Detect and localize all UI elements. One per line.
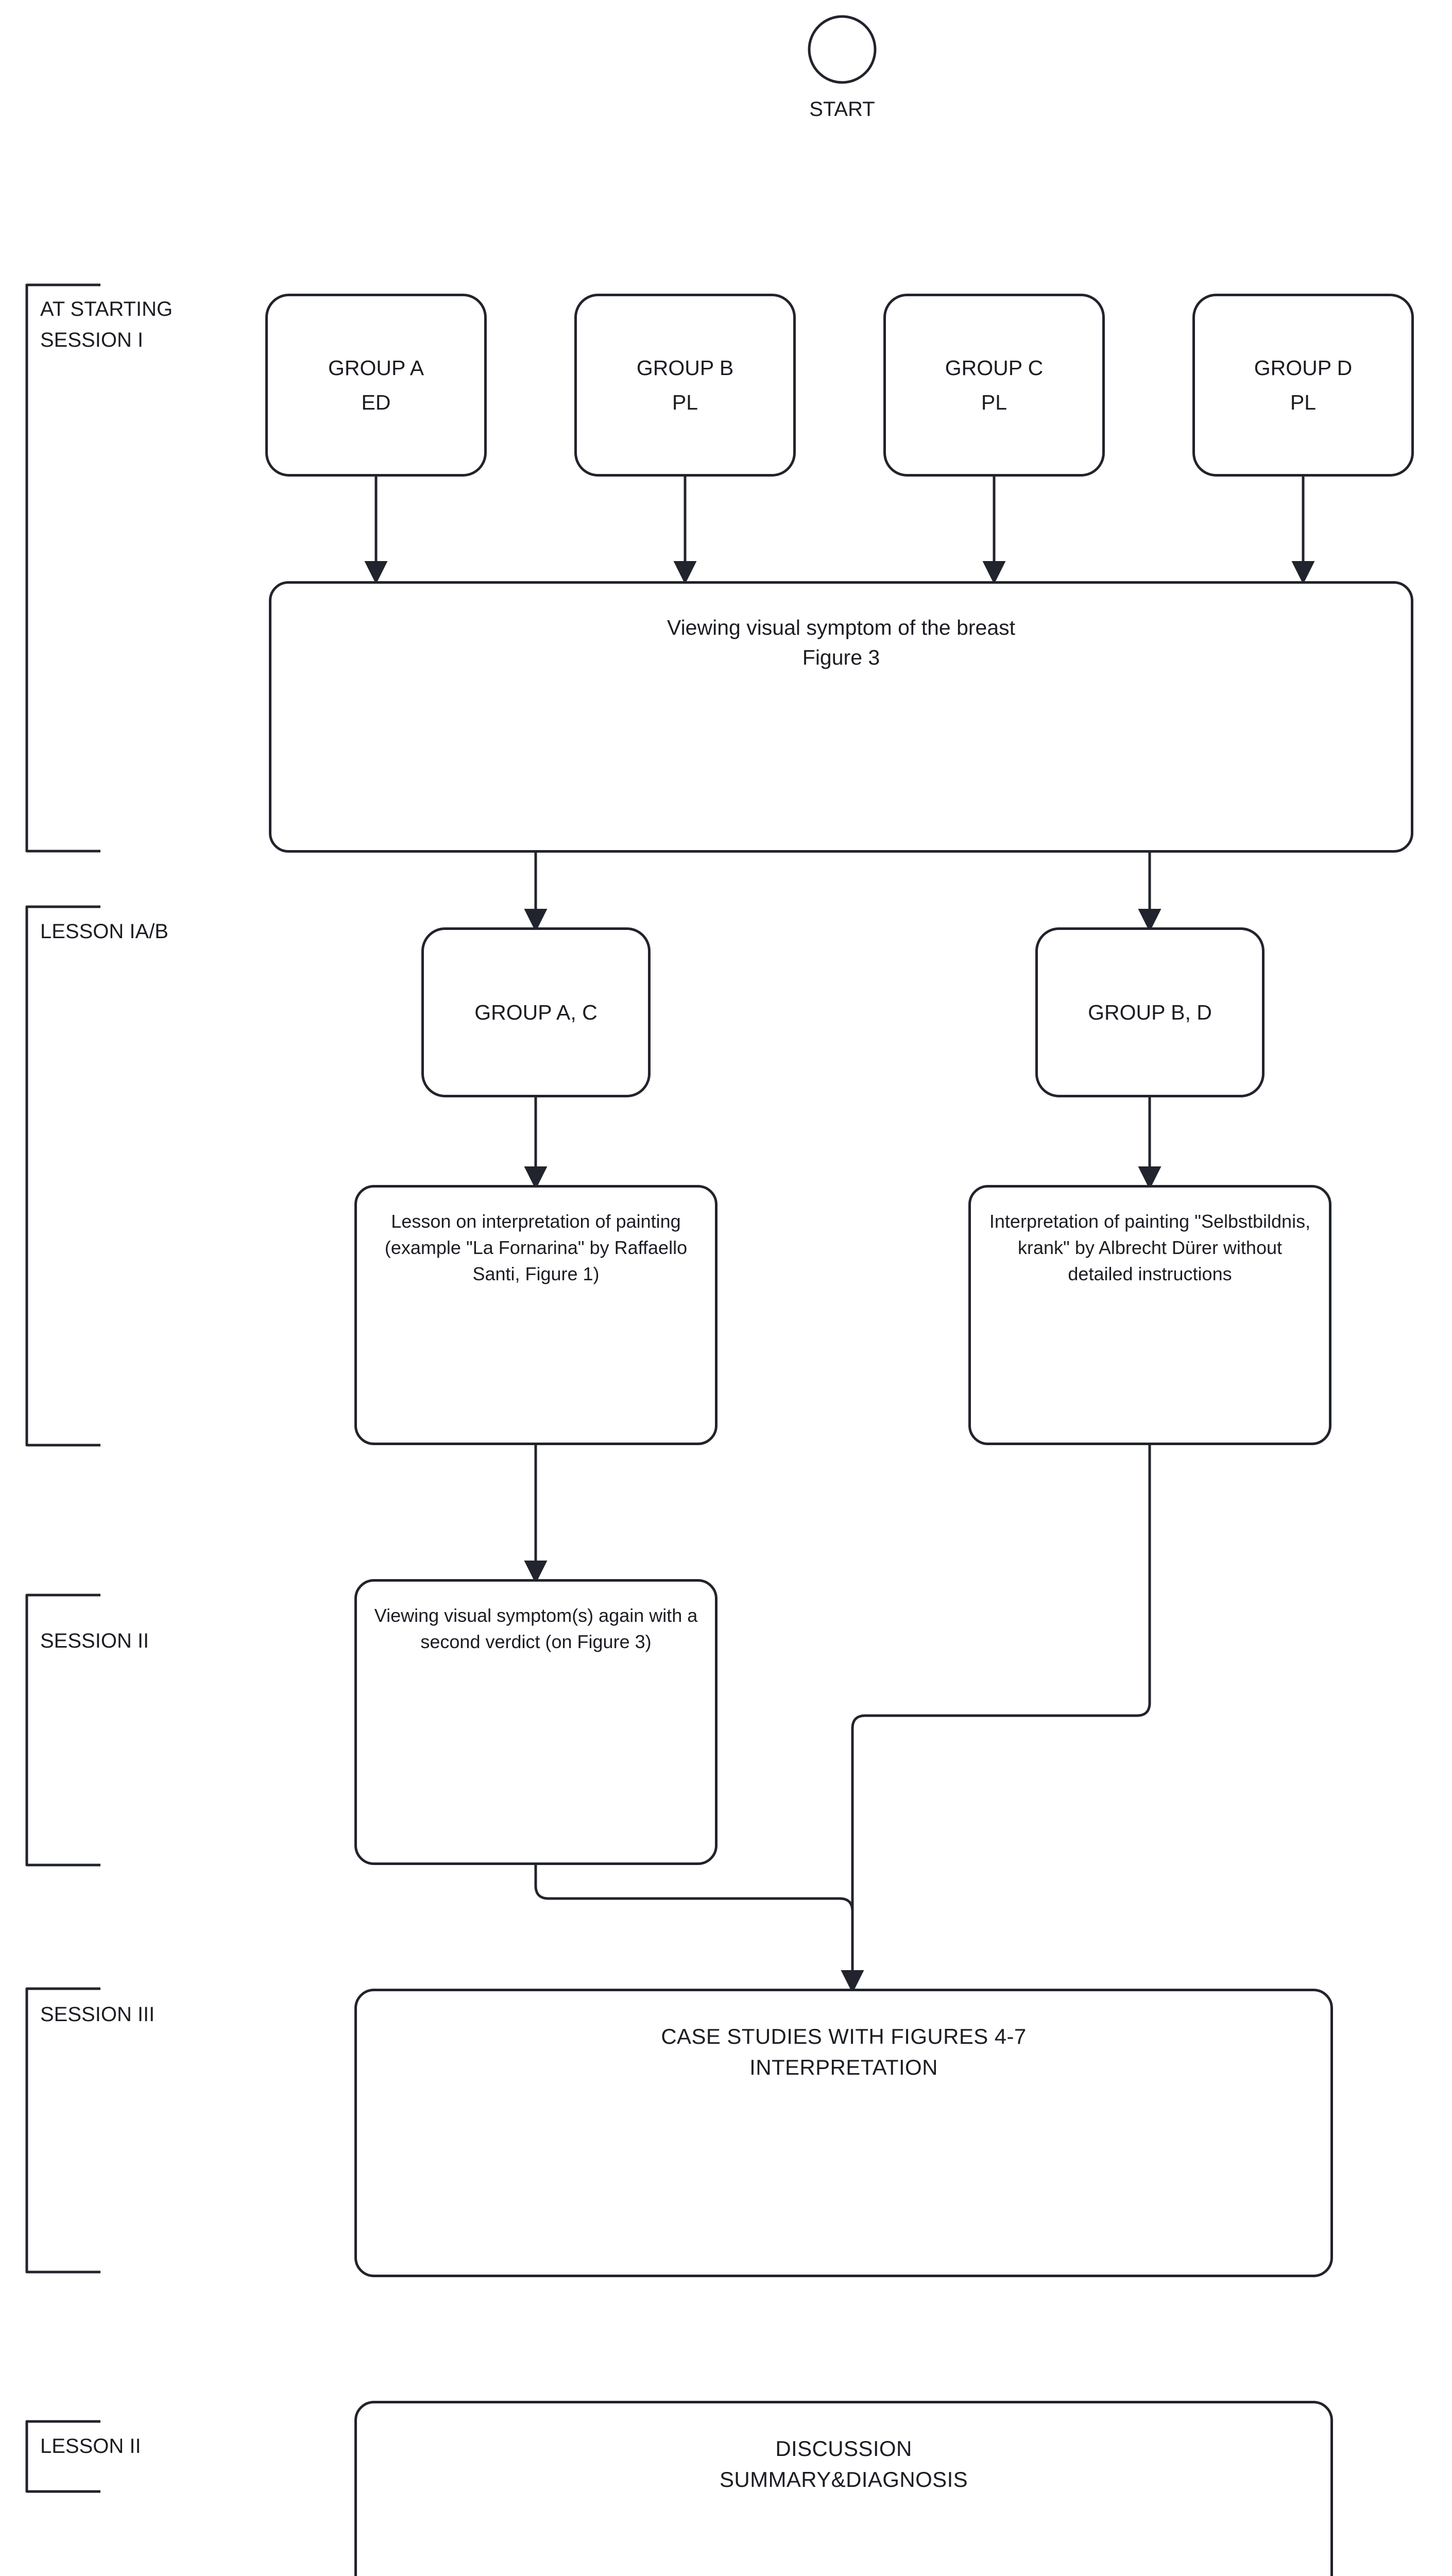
node-interpretation-durer-label: Interpretation of painting "Selbstbildni… (989, 1211, 1311, 1285)
node-group-b[interactable]: GROUP B PL (574, 294, 796, 477)
node-lesson-interpretation[interactable]: Lesson on interpretation of painting (ex… (354, 1185, 718, 1445)
stage-label-at-starting-session-i: AT STARTING SESSION I (40, 298, 173, 351)
edge-durer-to-case-studies (841, 1445, 1151, 1994)
node-lesson-interpretation-label: Lesson on interpretation of painting (ex… (384, 1211, 688, 1285)
node-viewing-again-label: Viewing visual symptom(s) again with a s… (374, 1605, 698, 1653)
node-group-ac[interactable]: GROUP A, C (421, 927, 651, 1097)
node-group-bd-label: GROUP B, D (1088, 1000, 1212, 1024)
node-group-c-label: GROUP C PL (945, 356, 1044, 414)
node-group-b-label: GROUP B PL (636, 356, 734, 414)
node-group-bd[interactable]: GROUP B, D (1035, 927, 1265, 1097)
stage-label-lesson-ia-b: LESSON IA/B (40, 920, 168, 943)
node-viewing-symptom-label: Viewing visual symptom of the breast Fig… (667, 616, 1016, 670)
node-interpretation-durer[interactable]: Interpretation of painting "Selbstbildni… (968, 1185, 1331, 1445)
stage-label-session-iii: SESSION III (40, 2003, 155, 2026)
stage-label-session-ii: SESSION II (40, 1630, 149, 1652)
bracket-at-starting-session-i (25, 283, 100, 853)
bracket-lesson-ia-b (25, 905, 100, 1447)
node-group-ac-label: GROUP A, C (474, 1000, 597, 1024)
node-case-studies[interactable]: CASE STUDIES WITH FIGURES 4-7 INTERPRETA… (354, 1989, 1333, 2277)
node-discussion-label: DISCUSSION SUMMARY&DIAGNOSIS (719, 2436, 968, 2492)
start-circle (808, 15, 877, 84)
node-group-d-label: GROUP D PL (1254, 356, 1353, 414)
node-viewing-again[interactable]: Viewing visual symptom(s) again with a s… (354, 1579, 718, 1865)
node-viewing-symptom[interactable]: Viewing visual symptom of the breast Fig… (269, 581, 1413, 853)
node-group-c[interactable]: GROUP C PL (883, 294, 1105, 477)
edge-viewing-again-to-case-studies (534, 1865, 854, 1937)
bracket-session-ii (25, 1594, 100, 1867)
bracket-lesson-ii (25, 2420, 100, 2493)
node-case-studies-label: CASE STUDIES WITH FIGURES 4-7 INTERPRETA… (661, 2024, 1027, 2079)
node-group-d[interactable]: GROUP D PL (1192, 294, 1414, 477)
node-group-a-label: GROUP A ED (328, 356, 424, 414)
node-discussion[interactable]: DISCUSSION SUMMARY&DIAGNOSIS (354, 2401, 1333, 2576)
stage-label-lesson-ii: LESSON II (40, 2435, 141, 2458)
start-label: START (809, 98, 875, 121)
node-group-a[interactable]: GROUP A ED (265, 294, 487, 477)
bracket-session-iii (25, 1987, 100, 2274)
